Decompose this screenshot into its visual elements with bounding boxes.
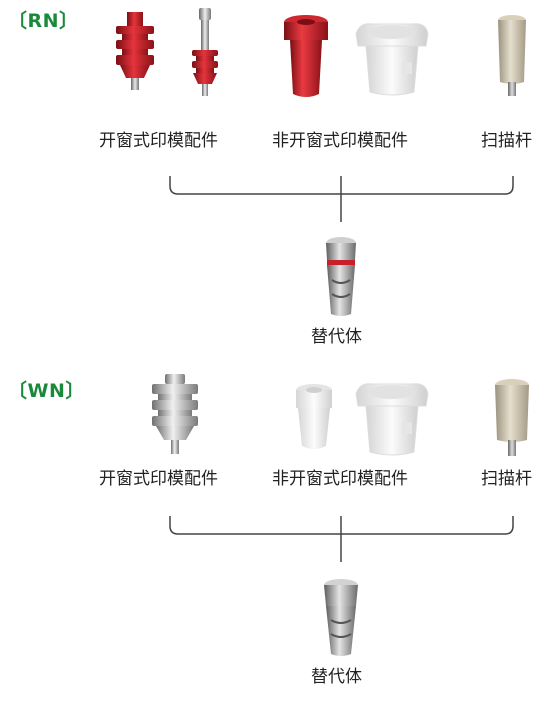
section-label-wn: 〔WN〕: [8, 380, 85, 402]
caption-closed-tray-wn: 非开窗式印模配件: [272, 469, 408, 489]
closed-tray-cap-transparent-image: [355, 23, 429, 96]
caption-scan-body-rn: 扫描杆: [481, 131, 532, 151]
scan-body-beige-image: [498, 15, 526, 96]
open-tray-coping-red-large-image: [116, 12, 154, 90]
bracket-connector-wn: [169, 516, 514, 562]
closed-tray-cap-transparent-wn-image: [355, 383, 429, 456]
implant-analog-wn-image: [324, 579, 358, 656]
implant-analog-rn-image: [326, 237, 356, 316]
caption-analog-wn: 替代体: [311, 667, 362, 687]
caption-open-tray-rn: 开窗式印模配件: [99, 131, 218, 151]
open-tray-coping-metal-image: [152, 374, 198, 454]
closed-tray-coping-transparent-image: [296, 384, 332, 449]
caption-open-tray-wn: 开窗式印模配件: [99, 469, 218, 489]
caption-scan-body-wn: 扫描杆: [481, 469, 532, 489]
section-label-rn: 〔RN〕: [8, 10, 79, 32]
scan-body-beige-wn-image: [495, 379, 529, 456]
caption-closed-tray-rn: 非开窗式印模配件: [272, 131, 408, 151]
closed-tray-coping-red-image: [284, 15, 328, 97]
bracket-connector-rn: [169, 176, 514, 222]
section-wn: 〔WN〕: [0, 370, 550, 715]
open-tray-coping-red-small-image: [192, 8, 218, 96]
caption-analog-rn: 替代体: [311, 327, 362, 347]
section-rn: 〔RN〕: [0, 0, 550, 347]
